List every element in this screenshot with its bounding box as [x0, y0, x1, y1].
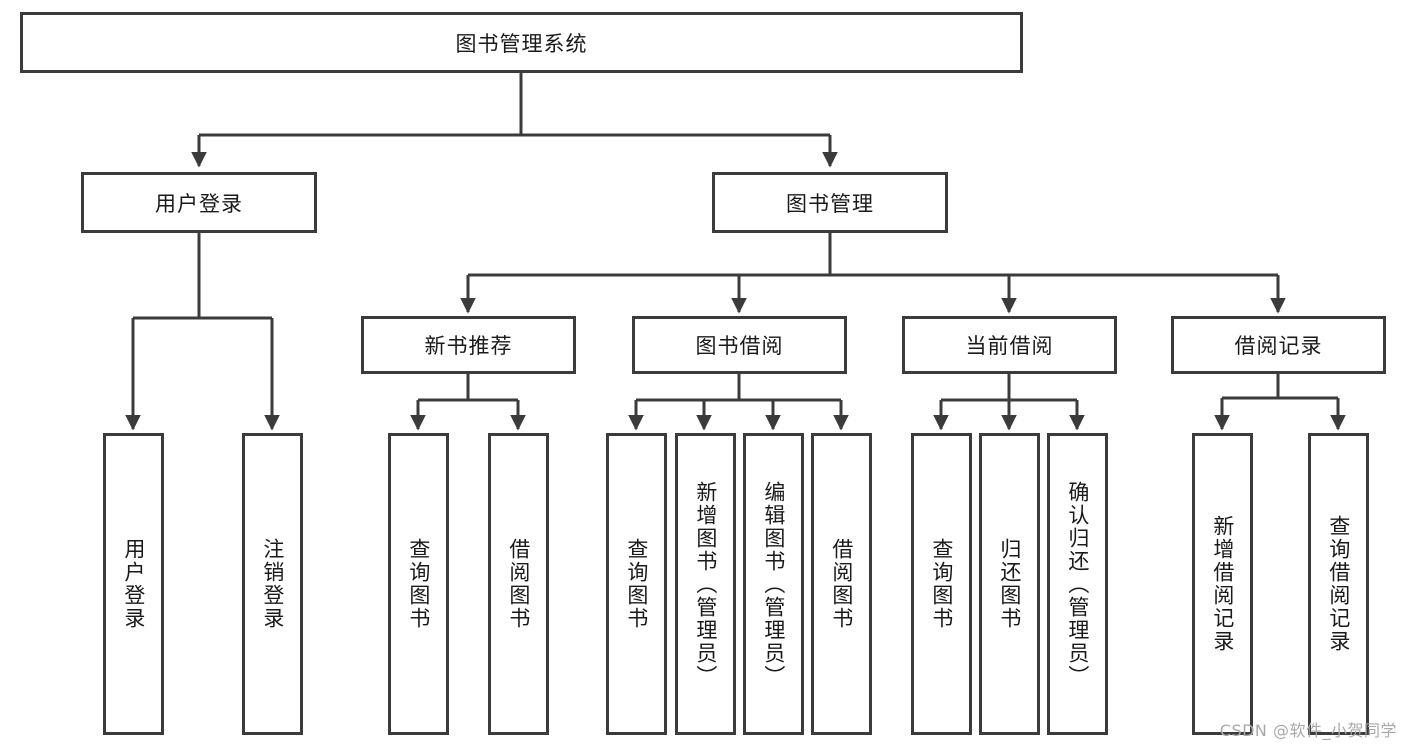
leaf-borrow-book-recommend[interactable]: 借阅图书 [488, 433, 549, 735]
watermark-text: CSDN @软件_小贺同学 [1219, 721, 1397, 740]
node-book-management[interactable]: 图书管理 [712, 172, 948, 233]
leaf-borrow-book[interactable]: 借阅图书 [811, 433, 872, 735]
node-label: 归还图书 [997, 538, 1022, 630]
node-label: 新增图书（管理员） [693, 480, 718, 688]
leaf-edit-book-admin[interactable]: 编辑图书（管理员） [743, 433, 804, 735]
leaf-return-book[interactable]: 归还图书 [979, 433, 1040, 735]
node-user-login[interactable]: 用户登录 [81, 172, 317, 233]
node-label: 查询图书 [624, 538, 649, 630]
leaf-add-book-admin[interactable]: 新增图书（管理员） [675, 433, 736, 735]
node-label: 新增借阅记录 [1210, 515, 1235, 653]
node-label: 编辑图书（管理员） [761, 480, 786, 688]
node-current-borrow[interactable]: 当前借阅 [902, 316, 1117, 374]
node-label: 用户登录 [155, 191, 243, 216]
leaf-query-book-recommend[interactable]: 查询图书 [388, 433, 449, 735]
leaf-user-login[interactable]: 用户登录 [103, 433, 164, 735]
node-label: 新书推荐 [424, 334, 513, 358]
leaf-query-book-current[interactable]: 查询图书 [911, 433, 972, 735]
node-label: 注销登录 [260, 538, 285, 630]
node-label: 查询借阅记录 [1326, 515, 1351, 653]
node-label: 借阅图书 [829, 538, 854, 630]
node-label: 用户登录 [121, 538, 146, 630]
node-label: 当前借阅 [965, 334, 1054, 358]
node-label: 查询图书 [929, 538, 954, 630]
node-label: 借阅图书 [506, 538, 531, 630]
node-label: 查询图书 [406, 538, 431, 630]
node-book-management-system[interactable]: 图书管理系统 [20, 12, 1023, 73]
leaf-query-book-borrow[interactable]: 查询图书 [606, 433, 667, 735]
leaf-confirm-return-admin[interactable]: 确认归还（管理员） [1047, 433, 1108, 735]
leaf-logout-login[interactable]: 注销登录 [242, 433, 303, 735]
leaf-add-borrow-record[interactable]: 新增借阅记录 [1192, 433, 1253, 735]
leaf-query-borrow-record[interactable]: 查询借阅记录 [1308, 433, 1369, 735]
node-label: 图书管理系统 [455, 31, 588, 56]
node-label: 图书管理 [786, 191, 874, 216]
node-book-borrow[interactable]: 图书借阅 [632, 316, 847, 374]
node-label: 借阅记录 [1234, 334, 1323, 358]
node-label: 确认归还（管理员） [1065, 480, 1090, 688]
node-label: 图书借阅 [695, 334, 784, 358]
node-new-book-recommend[interactable]: 新书推荐 [361, 316, 576, 374]
node-borrow-record[interactable]: 借阅记录 [1171, 316, 1386, 374]
